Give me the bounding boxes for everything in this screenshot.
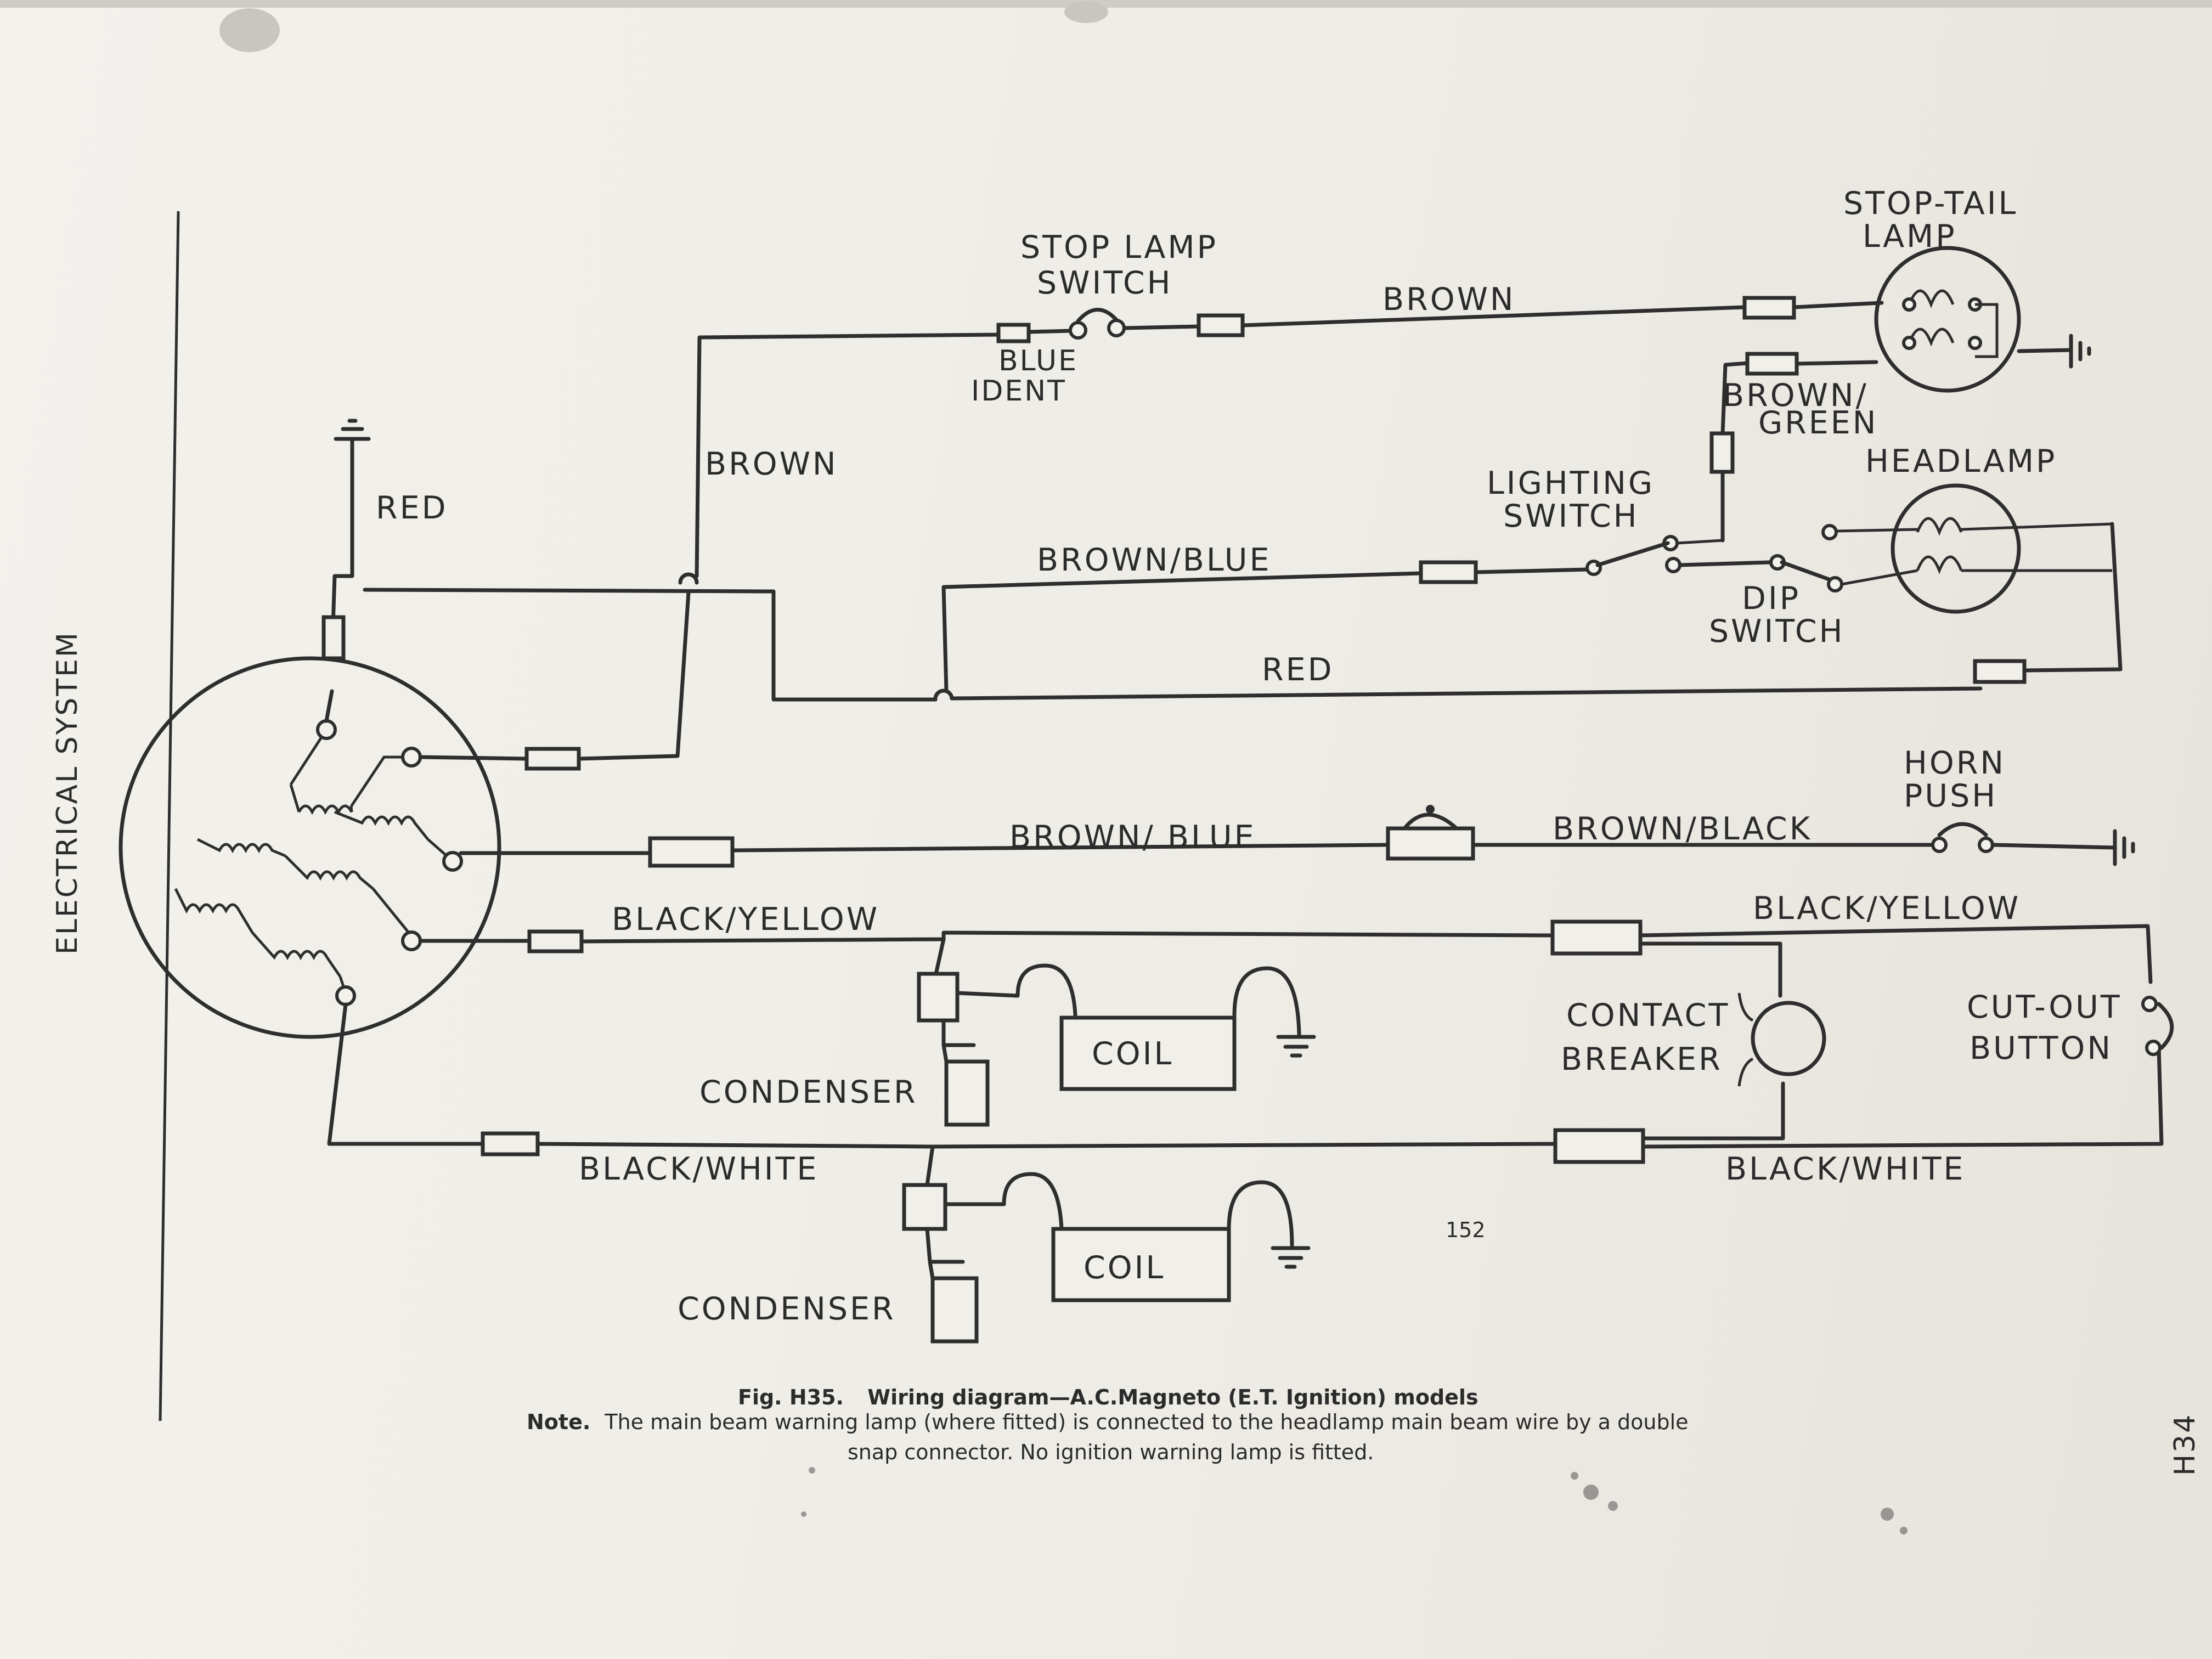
binder-rings [0,0,2212,52]
wire-label-black-white-left: BLACK/WHITE [579,1151,819,1187]
lower-coil-ground [1271,1246,1311,1269]
contact-breaker [1737,992,1826,1087]
page-number: 152 [1446,1218,1486,1242]
stop-tail-lamp-label-1: STOP-TAIL [1843,185,2018,222]
red-ground-symbol [334,419,371,441]
horn-push-contact-2 [1978,837,1994,853]
caption-note-label: Note. [527,1410,590,1434]
brown-blue-connector-upper [1419,560,1478,584]
tail-ground-symbol [2069,334,2091,369]
lower-coil [1051,1227,1231,1302]
horn [1386,805,1475,861]
wire-label-brown-black: BROWN/BLACK [1553,811,1812,847]
magneto-stator [119,656,501,1039]
upper-coil-ground [1276,1035,1316,1058]
wire-label-black-yellow-right: BLACK/YELLOW [1753,890,2021,927]
dip-switch-label-2: SWITCH [1709,613,1845,650]
brown-connector-left [524,747,581,771]
black-yellow-connector-left [527,929,584,953]
dip-switch [1678,524,1843,592]
red-connector [321,615,346,661]
headlamp-label: HEADLAMP [1865,443,2057,479]
horn-push-label-1: HORN [1904,745,2006,781]
black-white-connector-left [481,1131,540,1156]
magneto-terminal-5 [335,985,356,1006]
dip-switch-label-1: DIP [1742,580,1801,617]
brown-blue-connector-lower [648,836,735,868]
wire-label-black-white-right: BLACK/WHITE [1725,1151,1965,1187]
magneto-terminal-4 [401,930,422,951]
wire-label-brown-green-1: BROWN/ [1723,377,1869,414]
cut-out-button-label-2: BUTTON [1970,1030,2113,1066]
svg-text:Fig. H35. Wiring diagram: Fig. H35. Wiring diagram—A.C.Magneto (E.… [738,1385,1479,1409]
page-smudges [801,1467,1908,1534]
svg-text:Note. The main beam warn: Note. The main beam warning lamp (where … [527,1410,1689,1434]
brown-connector-taillamp [1742,296,1796,320]
stop-lamp-switch-contact-1 [1069,321,1087,340]
brown-green-connector-vertical [1709,431,1735,474]
caption-note-line1: The main beam warning lamp (where fitted… [604,1410,1688,1434]
wire-label-red-middle: RED [1262,652,1334,688]
lighting-switch-label-1: LIGHTING [1487,465,1655,501]
horn-push-contact-1 [1931,837,1948,853]
magneto-terminal-2 [401,747,422,768]
lower-condenser [930,1276,979,1344]
red-connector-right [1973,659,2027,684]
lighting-switch-label-2: SWITCH [1503,498,1639,534]
headlamp [1836,483,2113,614]
brown-green-connector [1745,352,1799,376]
brown-connector-top [1197,313,1245,337]
cut-out-button [2141,996,2174,1056]
black-yellow-connector-right [1550,919,1643,956]
lower-condenser-label: CONDENSER [678,1291,896,1327]
lower-coil-connector [902,1183,947,1231]
wire-label-brown-green-2: GREEN [1758,405,1878,441]
stop-lamp-switch-label-1: STOP LAMP [1020,229,1218,266]
stop-lamp-switch-label-2: SWITCH [1037,265,1173,301]
wire-label-brown-left: BROWN [705,446,838,482]
wire-label-brown-top: BROWN [1383,281,1516,318]
blue-ident-label-1: BLUE [998,345,1078,377]
upper-coil-connector [917,972,960,1023]
blue-ident-label-2: IDENT [971,375,1066,408]
page-code: H34 [2169,1413,2202,1476]
lower-coil-label: COIL [1084,1250,1165,1286]
contact-breaker-label-1: CONTACT [1566,997,1730,1034]
black-white-connector-right [1553,1128,1645,1164]
cut-out-button-label-1: CUT-OUT [1967,989,2122,1025]
magneto-terminal-1 [316,719,337,740]
side-heading: ELECTRICAL SYSTEM [51,631,84,955]
wire-label-red-ground: RED [376,490,448,526]
margin-rule [159,211,180,1421]
upper-condenser-label: CONDENSER [699,1074,918,1110]
wire-label-black-yellow-left: BLACK/YELLOW [612,901,879,938]
lighting-switch [1585,535,1723,576]
caption-note-line2: snap connector. No ignition warning lamp… [848,1440,1374,1464]
caption-fig-title: Wiring diagram—A.C.Magneto (E.T. Ignitio… [867,1385,1478,1409]
horn-push-label-2: PUSH [1904,778,1997,814]
upper-coil-label: COIL [1092,1036,1173,1072]
wire-label-brown-blue-lower: BROWN/ BLUE [1009,819,1256,855]
caption-fig-label: Fig. H35. [738,1385,844,1409]
horn-ground-symbol [2113,829,2135,866]
blue-ident-connector [996,323,1031,343]
wire-label-brown-blue-upper: BROWN/BLUE [1037,542,1272,578]
upper-coil [1059,1015,1237,1091]
stop-tail-lamp-label-2: LAMP [1863,218,1957,255]
stop-lamp-switch-contact-2 [1107,319,1126,337]
figure-caption: Fig. H35. Wiring diagram—A.C.Magneto (E.… [527,1385,1689,1464]
upper-condenser [944,1059,990,1127]
contact-breaker-label-2: BREAKER [1561,1041,1723,1077]
magneto-terminal-3 [442,851,463,872]
stop-tail-lamp [1874,246,2021,393]
